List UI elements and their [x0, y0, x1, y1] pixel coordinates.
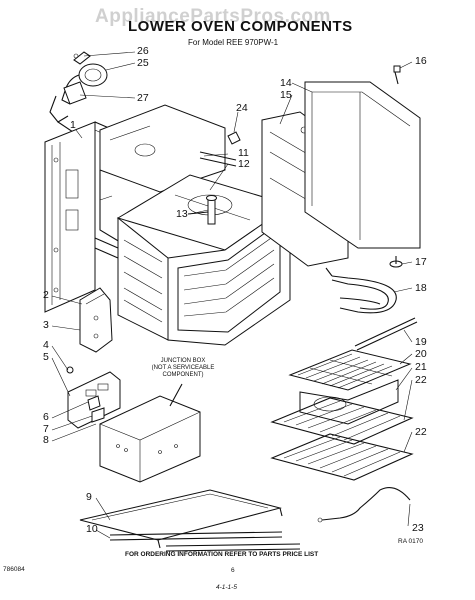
- outer-back-panel: [304, 65, 421, 249]
- oven-bottom-panel: [79, 489, 283, 549]
- drawing-code: RA 0170: [398, 538, 423, 545]
- ordering-note: FOR ORDERING INFORMATION REFER TO PARTS …: [125, 551, 319, 558]
- left-code: 786084: [3, 566, 25, 573]
- bottom-trim: [109, 531, 301, 552]
- leader-lines: [51, 51, 413, 539]
- bake-element: [325, 256, 403, 314]
- callout-24: 24: [236, 102, 248, 114]
- blower-motor-assembly: [49, 51, 108, 135]
- oven-racks: [270, 397, 414, 481]
- control-switch-panel: [66, 366, 121, 429]
- callout-15: 15: [280, 89, 292, 101]
- callout-8: 8: [43, 434, 49, 446]
- sensor-probe: [187, 195, 217, 225]
- callout-13: 13: [176, 208, 188, 220]
- side-bracket: [79, 287, 113, 353]
- callout-17: 17: [415, 256, 427, 268]
- callout-27: 27: [137, 92, 149, 104]
- diagram-subtitle: For Model REE 970PW-1: [188, 38, 279, 47]
- sensor-wire: [317, 487, 411, 523]
- callout-1: 1: [70, 119, 76, 131]
- callout-4: 4: [43, 339, 49, 351]
- callout-3: 3: [43, 319, 49, 331]
- callout-12: 12: [238, 158, 250, 170]
- junction-box-note-line1: JUNCTION BOX: [160, 358, 206, 364]
- callout-22-lower: 22: [415, 426, 427, 438]
- callout-19: 19: [415, 336, 427, 348]
- callout-10: 10: [86, 523, 98, 535]
- diagram-title: LOWER OVEN COMPONENTS: [128, 18, 353, 35]
- callout-9: 9: [86, 491, 92, 503]
- page-number: 6: [231, 567, 235, 574]
- callout-18: 18: [415, 282, 427, 294]
- top-bracket: [199, 131, 241, 167]
- junction-box-note-line3: COMPONENT): [162, 372, 204, 378]
- junction-box-note: JUNCTION BOX (NOT A SERVICEABLE COMPONEN…: [150, 358, 216, 379]
- callout-20: 20: [415, 348, 427, 360]
- callout-6: 6: [43, 411, 49, 423]
- bottom-code: 4-1-1-5: [216, 584, 237, 591]
- callout-25: 25: [137, 57, 149, 69]
- callout-16: 16: [415, 55, 427, 67]
- callout-7: 7: [43, 423, 49, 435]
- broil-pan: [288, 349, 412, 425]
- callout-21: 21: [415, 361, 427, 373]
- callout-2: 2: [43, 289, 49, 301]
- callout-11: 11: [238, 147, 249, 159]
- junction-box-note-line2: (NOT A SERVICEABLE: [151, 365, 215, 371]
- oven-cavity: [94, 174, 292, 346]
- callout-23: 23: [412, 522, 424, 534]
- rear-panel: [99, 104, 226, 243]
- callout-5: 5: [43, 351, 49, 363]
- junction-box: [99, 383, 201, 483]
- broil-element-bar: [354, 317, 418, 351]
- callout-26: 26: [137, 45, 149, 57]
- callout-22-upper: 22: [415, 374, 427, 386]
- callout-14: 14: [280, 77, 292, 89]
- watermark: AppliancePartsPros.com: [95, 6, 331, 27]
